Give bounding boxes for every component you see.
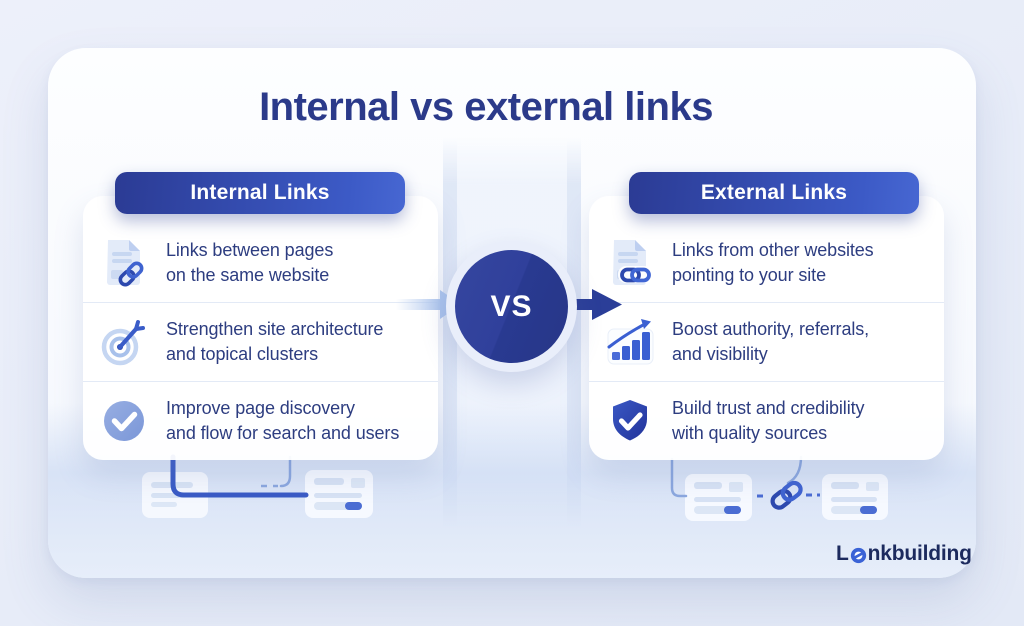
external-item-authority-text: Boost authority, referrals, and visibili… <box>672 319 870 364</box>
internal-item-discovery: Improve page discovery and flow for sear… <box>83 381 438 460</box>
target-icon <box>97 315 151 369</box>
external-item-authority: Boost authority, referrals, and visibili… <box>589 302 944 381</box>
internal-item-pages-text: Links between pages on the same website <box>166 240 334 285</box>
external-links-header: External Links <box>629 172 919 214</box>
check-circle-icon <box>97 394 151 448</box>
external-item-trust: Build trust and credibility with quality… <box>589 381 944 460</box>
external-item-trust-text: Build trust and credibility with quality… <box>672 398 865 443</box>
chain-ring-icon <box>850 547 866 564</box>
external-links-panel: Links from other websites pointing to yo… <box>589 196 944 460</box>
internal-links-panel: Links between pages on the same website … <box>83 196 438 460</box>
bar-chart-icon <box>603 315 657 369</box>
logo-suffix: nkbuilding <box>867 542 972 565</box>
internal-item-pages: Links between pages on the same website <box>83 224 438 302</box>
document-link-icon <box>97 236 151 290</box>
linkbuilding-logo: L nkbuilding <box>836 541 972 567</box>
internal-links-header: Internal Links <box>115 172 405 214</box>
logo-prefix: L <box>836 542 849 565</box>
external-item-backlinks-text: Links from other websites pointing to yo… <box>672 240 874 285</box>
internal-item-architecture: Strengthen site architecture and topical… <box>83 302 438 381</box>
shield-check-icon <box>603 394 657 448</box>
external-item-backlinks: Links from other websites pointing to yo… <box>589 224 944 302</box>
vs-badge: VS <box>455 250 568 363</box>
internal-item-architecture-text: Strengthen site architecture and topical… <box>166 319 384 364</box>
page-title: Internal vs external links <box>259 85 713 129</box>
document-external-link-icon <box>603 236 657 290</box>
internal-item-discovery-text: Improve page discovery and flow for sear… <box>166 398 400 443</box>
